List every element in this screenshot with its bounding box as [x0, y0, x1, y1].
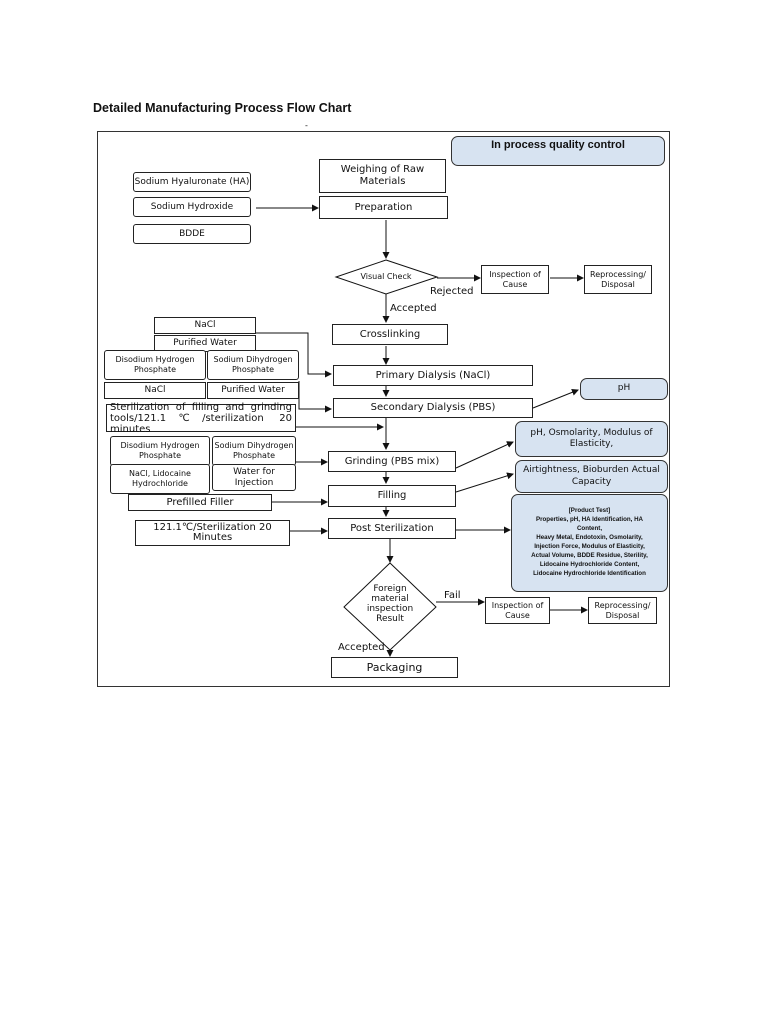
input-disodium-1-label: Disodium Hydrogen Phosphate — [115, 355, 195, 374]
product-test-header: [Product Test] — [568, 507, 611, 515]
arrow-nacl-to-primary — [256, 332, 332, 378]
input-sodium-hydroxide: Sodium Hydroxide — [133, 197, 251, 217]
input-nacl-lidocaine-label: NaCl, Lidocaine Hydrochloride — [129, 469, 191, 488]
product-test-line: Heavy Metal, Endotoxin, Osmolarity, — [536, 534, 643, 542]
qc-ph-osmolarity-label: pH, Osmolarity, Modulus of Elasticity, — [530, 427, 653, 449]
arrow-phosphates-to-secondary — [298, 381, 332, 413]
crosslinking-box: Crosslinking — [332, 324, 448, 345]
visual-check-diamond — [334, 259, 439, 295]
qc-product-test: [Product Test] Properties, pH, HA Identi… — [511, 494, 668, 592]
input-nacl-1: NaCl — [154, 317, 256, 334]
qc-airtightness-label: Airtightness, Bioburden Actual Capacity — [523, 465, 660, 487]
primary-dialysis-box: Primary Dialysis (NaCl) — [333, 365, 533, 386]
reprocessing-2-label: Reprocessing/Disposal — [594, 600, 651, 620]
grinding-box: Grinding (PBS mix) — [328, 451, 456, 472]
inspection-of-cause-2: Inspection of Cause — [485, 597, 550, 624]
inspection-of-cause-1-label: Inspection of Cause — [489, 269, 541, 289]
post-sterilization-conditions-label: 121.1℃/Sterilization 20 Minutes — [153, 522, 272, 543]
reprocessing-2: Reprocessing/Disposal — [588, 597, 657, 624]
input-nacl-2: NaCl — [104, 382, 206, 399]
qc-header-label: In process quality control — [491, 139, 625, 151]
flowchart-frame — [97, 131, 670, 687]
accepted-label-2: Accepted — [338, 642, 385, 653]
product-test-line: Actual Volume, BDDE Residue, Sterility, — [531, 551, 648, 559]
input-sodium-dihydrogen-phosphate-2: Sodium Dihydrogen Phosphate — [212, 436, 296, 466]
sterilization-tools-label: Sterilization of filling and grinding to… — [110, 401, 292, 435]
arrow-grinding-to-qc — [455, 441, 514, 469]
input-disodium-2-label: Disodium Hydrogen Phosphate — [120, 441, 200, 460]
inspection-of-cause-2-label: Inspection of Cause — [491, 600, 544, 620]
input-disodium-hydrogen-phosphate-2: Disodium Hydrogen Phosphate — [110, 436, 210, 466]
post-sterilization-box: Post Sterilization — [328, 518, 456, 539]
foreign-inspection-diamond — [343, 562, 437, 651]
filling-box: Filling — [328, 485, 456, 507]
input-post-sterilization-conditions: 121.1℃/Sterilization 20 Minutes — [135, 520, 290, 546]
rejected-label: Rejected — [430, 286, 474, 297]
reprocessing-1: Reprocessing/Disposal — [584, 265, 652, 294]
input-sodium-dihydrogen-2-label: Sodium Dihydrogen Phosphate — [214, 441, 294, 460]
sterilization-tools-box: Sterilization of filling and grinding to… — [106, 401, 296, 435]
qc-ph-osmolarity: pH, Osmolarity, Modulus of Elasticity, — [515, 421, 668, 457]
input-sodium-dihydrogen-1-label: Sodium Dihydrogen Phosphate — [213, 355, 293, 374]
fail-label: Fail — [444, 590, 461, 601]
weighing-box: Weighing of Raw Materials — [319, 159, 446, 193]
reprocessing-1-label: Reprocessing/Disposal — [590, 269, 646, 289]
qc-ph: pH — [580, 378, 668, 400]
input-nacl-lidocaine: NaCl, Lidocaine Hydrochloride — [110, 464, 210, 494]
qc-header: In process quality control — [451, 136, 665, 166]
input-prefilled-filler: Prefilled Filler — [128, 494, 272, 511]
input-water-for-injection: Water for Injection — [212, 464, 296, 491]
visual-check-label: Visual Check — [360, 271, 412, 281]
page-mark: - — [305, 121, 308, 130]
product-test-line: Lidocaine Hydrochloride Identification — [533, 569, 646, 577]
qc-airtightness: Airtightness, Bioburden Actual Capacity — [515, 460, 668, 493]
packaging-box: Packaging — [331, 657, 458, 678]
input-sodium-hyaluronate: Sodium Hyaluronate (HA) — [133, 172, 251, 192]
preparation-box: Preparation — [319, 196, 448, 219]
input-purified-water-2: Purified Water — [207, 382, 299, 399]
product-test-line: Injection Force, Modulus of Elasticity, — [534, 543, 645, 550]
product-test-line: Content, — [576, 525, 603, 533]
product-test-line: Lidocaine Hydrochloride Content, — [539, 560, 640, 568]
inspection-of-cause-1: Inspection of Cause — [481, 265, 549, 294]
weighing-label: Weighing of Raw Materials — [340, 164, 425, 187]
foreign-inspection-label: Foreign material inspection Result — [366, 584, 414, 624]
secondary-dialysis-box: Secondary Dialysis (PBS) — [333, 398, 533, 418]
accepted-label-1: Accepted — [390, 303, 437, 314]
input-bdde: BDDE — [133, 224, 251, 244]
page-title: Detailed Manufacturing Process Flow Char… — [93, 101, 352, 115]
arrow-filling-to-qc — [455, 472, 514, 493]
arrow-secondary-to-ph — [532, 388, 579, 409]
product-test-line: Properties, pH, HA Identification, HA — [535, 516, 644, 524]
input-sodium-dihydrogen-phosphate-1: Sodium Dihydrogen Phosphate — [207, 350, 299, 380]
input-disodium-hydrogen-phosphate-1: Disodium Hydrogen Phosphate — [104, 350, 206, 380]
